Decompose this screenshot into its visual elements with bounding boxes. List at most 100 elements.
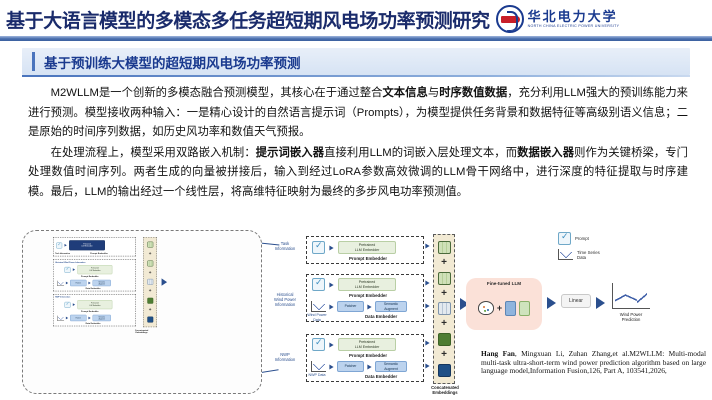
llm-embedder-label: Pretrained LLM Embedder bbox=[354, 339, 380, 349]
brain-icon bbox=[477, 301, 494, 315]
patcher-box: Patcher bbox=[337, 361, 364, 372]
semantic-augment-label: Semantic Augment bbox=[98, 281, 106, 285]
input-label-historical: Historical Wind Power Information bbox=[273, 292, 297, 307]
prompt-icon bbox=[64, 266, 71, 273]
body-text-block: M2WLLM是一个创新的多模态融合预测模型，其核心在于通过整合文本信息与时序数值… bbox=[28, 84, 688, 203]
wind-power-data-label: Wind Power Data bbox=[307, 313, 327, 322]
data-embedder-label: Data Embedder bbox=[365, 374, 398, 379]
thumb-concatenated-embeddings: + + + + bbox=[143, 237, 157, 328]
wind-power-prediction-label: Wind Power Prediction bbox=[619, 312, 643, 322]
plus-icon: + bbox=[148, 269, 152, 276]
arrow-icon bbox=[547, 297, 556, 309]
arrow-icon bbox=[425, 280, 430, 286]
nwp-prompt-row: Pretrained LLM Embedder bbox=[312, 337, 396, 351]
thumb-prompt-embedder-label: Prompt Embedder bbox=[81, 275, 99, 278]
figure-thumbnail: Pretrained LLM Embedder Task Information… bbox=[22, 230, 262, 394]
embedding-cube-hist-prompt bbox=[437, 271, 451, 285]
page-title: 基于大语言模型的多模态多任务超短期风电场功率预测研究 bbox=[6, 10, 490, 32]
arrow-icon bbox=[65, 281, 69, 285]
prompt-icon bbox=[312, 337, 325, 351]
llm-embedder-label: Pretrained LLM Embedder bbox=[89, 267, 101, 272]
semantic-augment-box: Semantic Augment bbox=[92, 314, 111, 322]
arrow-icon bbox=[329, 281, 334, 288]
embedding-cube-hist-data bbox=[437, 302, 451, 316]
slide-header: 基于大语言模型的多模态多任务超短期风电场功率预测研究 华北电力大学 NORTH … bbox=[0, 0, 712, 38]
input-label-task: Task Information bbox=[274, 241, 296, 251]
concatenated-embeddings-label: Concatenated Embeddings bbox=[431, 385, 459, 395]
semantic-augment-box: Semantic Augment bbox=[375, 301, 407, 312]
arrow-icon bbox=[88, 281, 91, 285]
hist-data-row: Patcher Semantic Augment bbox=[311, 301, 407, 312]
prediction-line bbox=[615, 290, 647, 306]
figure-legend: Prompt Time Series Data bbox=[558, 231, 600, 264]
plus-icon: + bbox=[441, 349, 447, 361]
header-divider bbox=[0, 36, 712, 41]
time-series-icon bbox=[57, 280, 65, 286]
thumb-prompt-embedder-label: Prompt Embedder bbox=[81, 310, 99, 313]
plus-icon: + bbox=[496, 302, 503, 313]
arrow-icon bbox=[460, 298, 469, 310]
thumb-data-embedder-label: Data Embedder bbox=[85, 287, 101, 290]
embedding-cube bbox=[147, 297, 154, 304]
embedding-cube bbox=[147, 260, 154, 267]
ncepu-emblem-icon bbox=[495, 5, 524, 33]
p1-part-c: 与 bbox=[427, 87, 440, 99]
prompt-embedder-label: Prompt Embedder bbox=[349, 256, 388, 261]
linear-layer-box: Linear bbox=[561, 294, 591, 308]
section-title: 基于预训练大模型的超短期风电场功率预测 bbox=[44, 55, 301, 71]
lora-matrix-b-icon bbox=[519, 300, 531, 316]
llm-embedder-label: Pretrained LLM Embedder bbox=[354, 242, 380, 252]
p1-part-d: ，充分利用LLM强大的预训练能力来进行预测。模型接收两种输入：一是精心设计的自然… bbox=[28, 87, 688, 138]
thumb-hist-prompt-row: Pretrained LLM Embedder bbox=[64, 265, 113, 275]
pretrained-llm-embedder-box: Pretrained LLM Embedder bbox=[338, 278, 396, 291]
lora-matrix-a-icon bbox=[505, 300, 517, 316]
arrow-icon bbox=[425, 303, 430, 309]
plus-icon: + bbox=[148, 288, 152, 294]
p2-part-a: 在处理流程上，模型采用双路嵌入机制： bbox=[50, 146, 256, 159]
group-nwp: Pretrained LLM Embedder Prompt Embedder … bbox=[306, 334, 424, 382]
arrow-icon bbox=[425, 340, 430, 346]
embedding-cube-nwp-prompt bbox=[437, 333, 451, 347]
hist-prompt-row: Pretrained LLM Embedder bbox=[312, 277, 396, 291]
plus-icon: + bbox=[148, 307, 152, 313]
paragraph-1: M2WLLM是一个创新的多模态融合预测模型，其核心在于通过整合文本信息与时序数值… bbox=[28, 84, 688, 143]
wind-power-prediction-chart bbox=[612, 283, 650, 309]
p1-bold-text-info: 文本信息 bbox=[382, 87, 428, 99]
legend-item-prompt: Prompt bbox=[558, 231, 600, 245]
llm-embedder-label: Pretrained LLM Embedder bbox=[354, 279, 380, 289]
arrow-icon bbox=[596, 297, 605, 309]
time-series-icon bbox=[311, 301, 326, 312]
thumb-nwp-data-row: Patcher Semantic Augment bbox=[57, 314, 111, 322]
arrow-icon bbox=[329, 363, 334, 370]
semantic-augment-box: Semantic Augment bbox=[375, 361, 407, 372]
thumb-data-embedder-label: Data Embedder bbox=[85, 322, 101, 325]
embedding-cube bbox=[147, 279, 154, 286]
llm-embedder-label: Pretrained LLM Embedder bbox=[81, 243, 93, 248]
input-label-nwp: NWP Information bbox=[274, 352, 296, 362]
arrow-icon bbox=[65, 316, 69, 320]
group-historical: Pretrained LLM Embedder Prompt Embedder … bbox=[306, 274, 424, 322]
citation-rest: , Mingxuan Li, Zuhan Zhang,et al.M2WLLM:… bbox=[481, 349, 706, 376]
university-logo: 华北电力大学 NORTH CHINA ELECTRIC POWER UNIVER… bbox=[495, 5, 620, 33]
p1-bold-ts-data: 时序数值数据 bbox=[439, 87, 508, 99]
fine-tuned-llm-title: Fine-tuned LLM bbox=[486, 281, 522, 286]
pretrained-llm-embedder-box: Pretrained LLM Embedder bbox=[69, 240, 105, 251]
arrow-icon bbox=[329, 244, 334, 251]
thumb-task-info-label: Task Information bbox=[55, 252, 70, 255]
thumb-nwp-prompt-row: Pretrained LLM Embedder bbox=[64, 300, 113, 310]
semantic-augment-label: Semantic Augment bbox=[383, 362, 399, 371]
thumb-task-row: Pretrained LLM Embedder bbox=[56, 240, 105, 251]
p1-part-a: M2WLLM是一个创新的多模态融合预测模型，其核心在于通过整合 bbox=[50, 87, 383, 99]
logo-text-block: 华北电力大学 NORTH CHINA ELECTRIC POWER UNIVER… bbox=[528, 10, 620, 29]
prompt-icon bbox=[56, 242, 63, 249]
arrow-icon bbox=[161, 278, 168, 286]
patcher-box: Patcher bbox=[337, 301, 364, 312]
arrow-icon bbox=[367, 363, 372, 370]
arrow-icon bbox=[88, 316, 91, 320]
plus-icon: + bbox=[148, 251, 152, 257]
figure-thumbnail-content: Pretrained LLM Embedder Task Information… bbox=[39, 234, 168, 334]
time-series-icon bbox=[311, 361, 326, 372]
plus-icon: + bbox=[441, 256, 447, 268]
thumb-hist-data-row: Patcher Semantic Augment bbox=[57, 279, 111, 287]
